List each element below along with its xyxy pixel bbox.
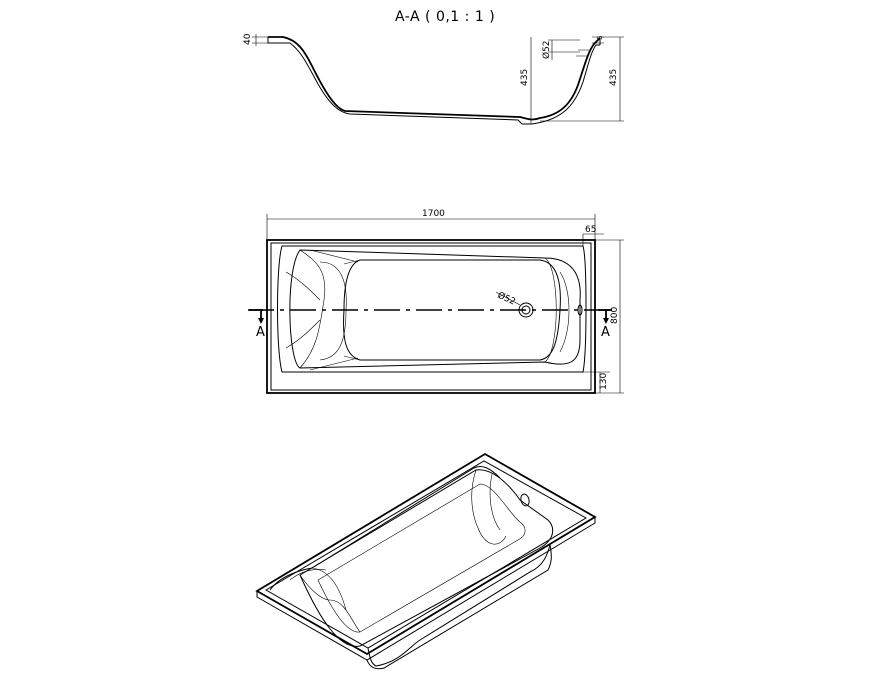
section-view: A-A ( 0,1 : 1 ) 40 Ø52 5 435 xyxy=(243,9,624,125)
dim-small-offset-label: 5 xyxy=(596,36,604,40)
iso-overflow-hole xyxy=(520,493,530,507)
dim-side-offset: 65 xyxy=(582,225,604,246)
section-marker-left-label: A xyxy=(256,325,265,340)
dim-rim-thickness-label: 40 xyxy=(243,33,253,45)
section-title: A-A ( 0,1 : 1 ) xyxy=(395,9,495,25)
dim-front-apron: 130 xyxy=(583,371,610,393)
drain-diameter-label: Ø52 xyxy=(496,290,517,308)
dim-length-label: 1700 xyxy=(422,209,445,219)
iso-view xyxy=(255,452,597,670)
dim-drain-section: Ø52 xyxy=(541,39,580,60)
drain-hole-top: Ø52 xyxy=(496,290,534,318)
dim-width-label: 800 xyxy=(610,307,620,324)
section-profile xyxy=(267,36,601,125)
dim-depth-inner-label: 435 xyxy=(520,69,530,86)
dim-depth-outer: 435 xyxy=(540,36,624,122)
dim-rim-thickness: 40 xyxy=(243,33,268,46)
dim-small-offset: 5 xyxy=(592,36,604,44)
top-outer-rim xyxy=(266,239,596,394)
section-marker-right: A xyxy=(598,309,612,340)
top-view: Ø52 A A 1700 65 800 xyxy=(248,209,624,394)
dim-drain-section-label: Ø52 xyxy=(541,40,552,59)
dim-depth-inner: 435 xyxy=(520,37,532,124)
dim-side-offset-label: 65 xyxy=(585,225,596,235)
dim-length: 1700 xyxy=(266,209,596,240)
section-marker-left: A xyxy=(249,309,265,340)
dim-front-apron-label: 130 xyxy=(599,373,609,390)
dim-width: 800 xyxy=(595,239,624,394)
section-marker-right-label: A xyxy=(601,325,610,340)
dim-depth-outer-label: 435 xyxy=(609,69,619,86)
